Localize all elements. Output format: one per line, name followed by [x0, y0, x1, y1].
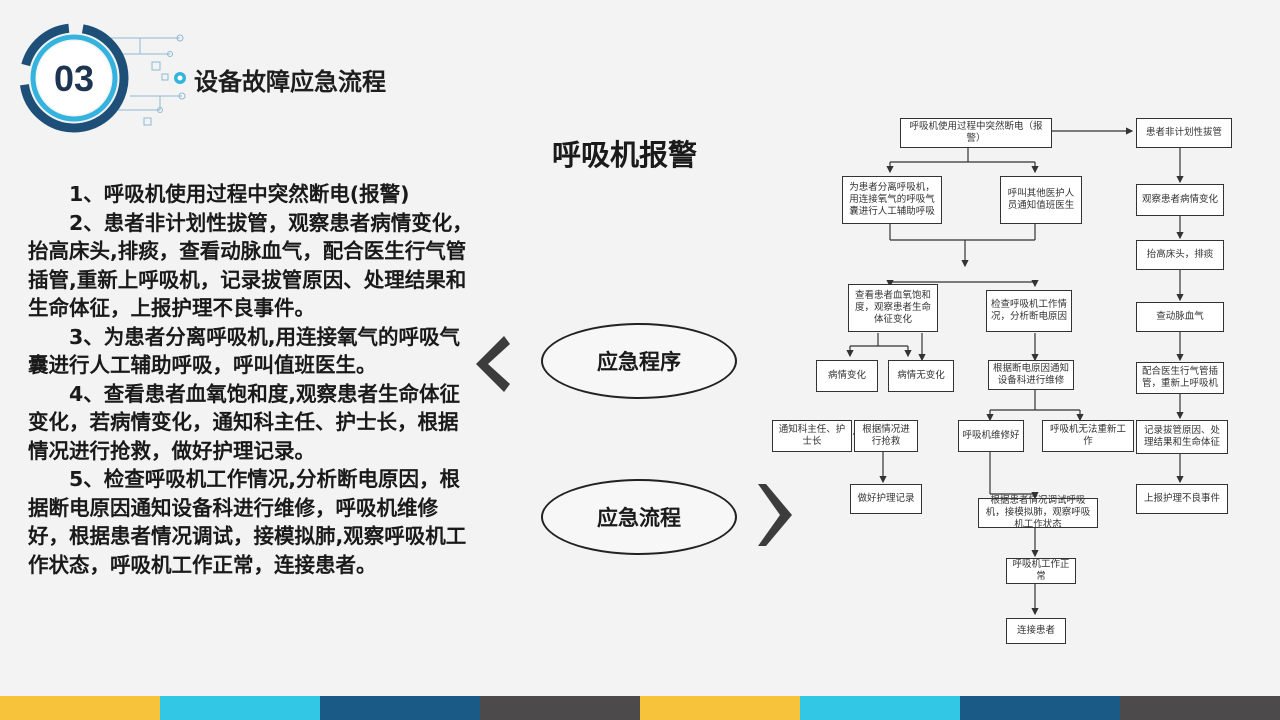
flow-box-notify: 通知科主任、护士长 — [772, 420, 852, 452]
flow-box-changed: 病情变化 — [816, 360, 878, 392]
flow-box-unchanged: 病情无变化 — [888, 360, 954, 392]
flowchart-connectors — [846, 127, 1184, 616]
flow-box-spo2: 查看患者血氧饱和度，观察患者生命体征变化 — [848, 284, 938, 332]
paragraph-3: 3、为患者分离呼吸机,用连接氧气的呼吸气囊进行人工辅助呼吸，呼叫值班医生。 — [28, 324, 461, 378]
stripe-segment — [320, 696, 480, 720]
flow-box-repaired: 呼吸机维修好 — [958, 420, 1024, 452]
stripe-segment — [960, 696, 1120, 720]
flow-box-check: 检查呼吸机工作情况，分析断电原因 — [986, 290, 1072, 332]
stripe-segment — [480, 696, 640, 720]
flowchart: 呼吸机使用过程中突然断电（报警） 患者非计划性拔管 为患者分离呼吸机，用连接氧气… — [770, 114, 1260, 654]
tech-circuit-decoration — [110, 34, 186, 126]
flow-box-intubate: 配合医生行气管插管，重新上呼吸机 — [1136, 362, 1224, 394]
flow-box-debug: 根据患者情况调试呼吸机，接模拟肺，观察呼吸机工作状态 — [978, 495, 1098, 530]
flow-box-unplanned: 患者非计划性拔管 — [1136, 118, 1232, 148]
stripe-segment — [800, 696, 960, 720]
flow-box-separate: 为患者分离呼吸机，用连接氧气的呼吸气囊进行人工辅助呼吸 — [842, 176, 942, 224]
stripe-segment — [1120, 696, 1280, 720]
stripe-segment — [160, 696, 320, 720]
flow-box-call: 呼叫其他医护人员通知值班医生 — [1000, 176, 1082, 224]
stripe-segment — [0, 696, 160, 720]
procedure-oval: 应急程序 — [541, 323, 737, 399]
paragraph-1: 1、呼吸机使用过程中突然断电(报警) — [69, 182, 410, 206]
flow-box-raise: 抬高床头，排痰 — [1136, 240, 1224, 270]
flow-oval: 应急流程 — [541, 479, 737, 555]
flow-box-connect: 连接患者 — [1006, 618, 1066, 644]
bottom-color-stripe — [0, 696, 1280, 720]
chevron-left-icon — [476, 336, 510, 392]
flow-box-report: 上报护理不良事件 — [1136, 484, 1228, 514]
flow-box-rescue: 根据情况进行抢救 — [854, 420, 918, 452]
section-title: 设备故障应急流程 — [194, 68, 386, 96]
paragraph-2: 2、患者非计划性拔管，观察患者病情变化，抬高床头,排痰，查看动脉血气，配合医生行… — [28, 210, 473, 321]
body-text: 1、呼吸机使用过程中突然断电(报警) 2、患者非计划性拔管，观察患者病情变化，抬… — [28, 180, 478, 579]
flow-box-observe: 观察患者病情变化 — [1136, 184, 1224, 216]
paragraph-4: 4、查看患者血氧饱和度,观察患者生命体征变化，若病情变化，通知科主任、护士长，根… — [28, 381, 461, 463]
flow-heading: 呼吸机报警 — [552, 138, 698, 172]
section-badge: 03 — [19, 23, 186, 133]
flow-box-record: 做好护理记录 — [850, 484, 922, 514]
chevron-right-icon — [758, 484, 792, 546]
badge-number: 03 — [54, 58, 94, 99]
paragraph-5: 5、检查呼吸机工作情况,分析断电原因，根据断电原因通知设备科进行维修，呼吸机维修… — [28, 467, 467, 577]
stripe-segment — [640, 696, 800, 720]
flow-box-reason: 记录拔管原因、处理结果和生命体征 — [1136, 420, 1228, 454]
flow-box-blood-gas: 查动脉血气 — [1136, 302, 1224, 332]
flow-box-start: 呼吸机使用过程中突然断电（报警） — [900, 118, 1052, 148]
flow-box-cannot: 呼吸机无法重新工作 — [1042, 420, 1134, 452]
flow-box-normal: 呼吸机工作正常 — [1006, 558, 1076, 584]
flow-box-repair: 根据断电原因通知设备科进行维修 — [988, 360, 1074, 390]
